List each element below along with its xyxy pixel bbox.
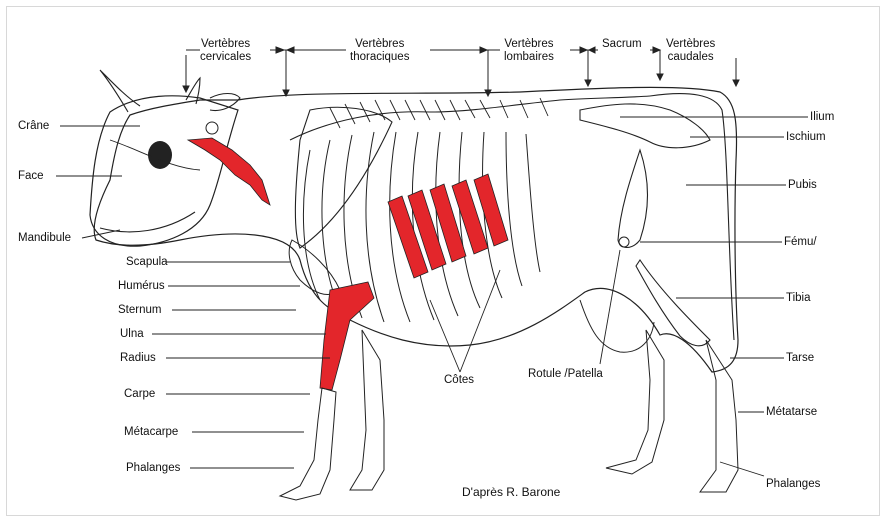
udder bbox=[580, 300, 654, 352]
atlas bbox=[206, 122, 218, 134]
label-mandibule: Mandibule bbox=[18, 232, 71, 245]
hindleg-front bbox=[606, 330, 664, 474]
eye-socket bbox=[148, 141, 172, 169]
mandible bbox=[100, 212, 195, 232]
foreleg-back bbox=[350, 330, 384, 490]
label-sacrum: Sacrum bbox=[602, 38, 642, 51]
label-phalanges-front: Phalanges bbox=[126, 462, 180, 475]
label-scapula: Scapula bbox=[126, 256, 168, 269]
thoracic-spine bbox=[290, 96, 650, 140]
label-humerus: Humérus bbox=[118, 280, 165, 293]
label-ischium: Ischium bbox=[786, 131, 826, 144]
bottom-leader-lines bbox=[430, 250, 620, 372]
head-outline bbox=[90, 96, 238, 246]
label-metacarpe: Métacarpe bbox=[124, 426, 178, 439]
label-tibia: Tibia bbox=[786, 292, 811, 305]
label-femur: Fému/ bbox=[784, 236, 817, 249]
label-pubis: Pubis bbox=[788, 179, 817, 192]
label-phalanges-hind: Phalanges bbox=[766, 478, 820, 491]
label-tarse: Tarse bbox=[786, 352, 814, 365]
pelvis bbox=[580, 104, 710, 148]
label-sternum: Sternum bbox=[118, 304, 161, 317]
label-face: Face bbox=[18, 170, 44, 183]
foreleg-front bbox=[280, 388, 336, 500]
label-cotes: Côtes bbox=[444, 374, 474, 387]
label-radius: Radius bbox=[120, 352, 156, 365]
label-crane: Crâne bbox=[18, 120, 49, 133]
body-outline bbox=[94, 87, 738, 372]
left-leader-lines bbox=[56, 126, 330, 468]
ribs-highlighted bbox=[388, 174, 508, 278]
label-metatarse: Métatarse bbox=[766, 406, 817, 419]
label-ulna: Ulna bbox=[120, 328, 144, 341]
tibia bbox=[636, 260, 710, 346]
label-rotule-patella: Rotule /Patella bbox=[528, 368, 603, 381]
femur bbox=[618, 150, 648, 248]
caudal-vertebrae bbox=[650, 94, 734, 340]
label-ilium: Ilium bbox=[810, 111, 834, 124]
scapula bbox=[295, 107, 392, 248]
region-arrows bbox=[183, 47, 739, 96]
label-carpe: Carpe bbox=[124, 388, 155, 401]
cervical-vertebrae bbox=[188, 138, 270, 205]
patella bbox=[619, 237, 629, 247]
figure-credit: D'après R. Barone bbox=[462, 486, 560, 499]
spinous-processes bbox=[330, 98, 548, 128]
